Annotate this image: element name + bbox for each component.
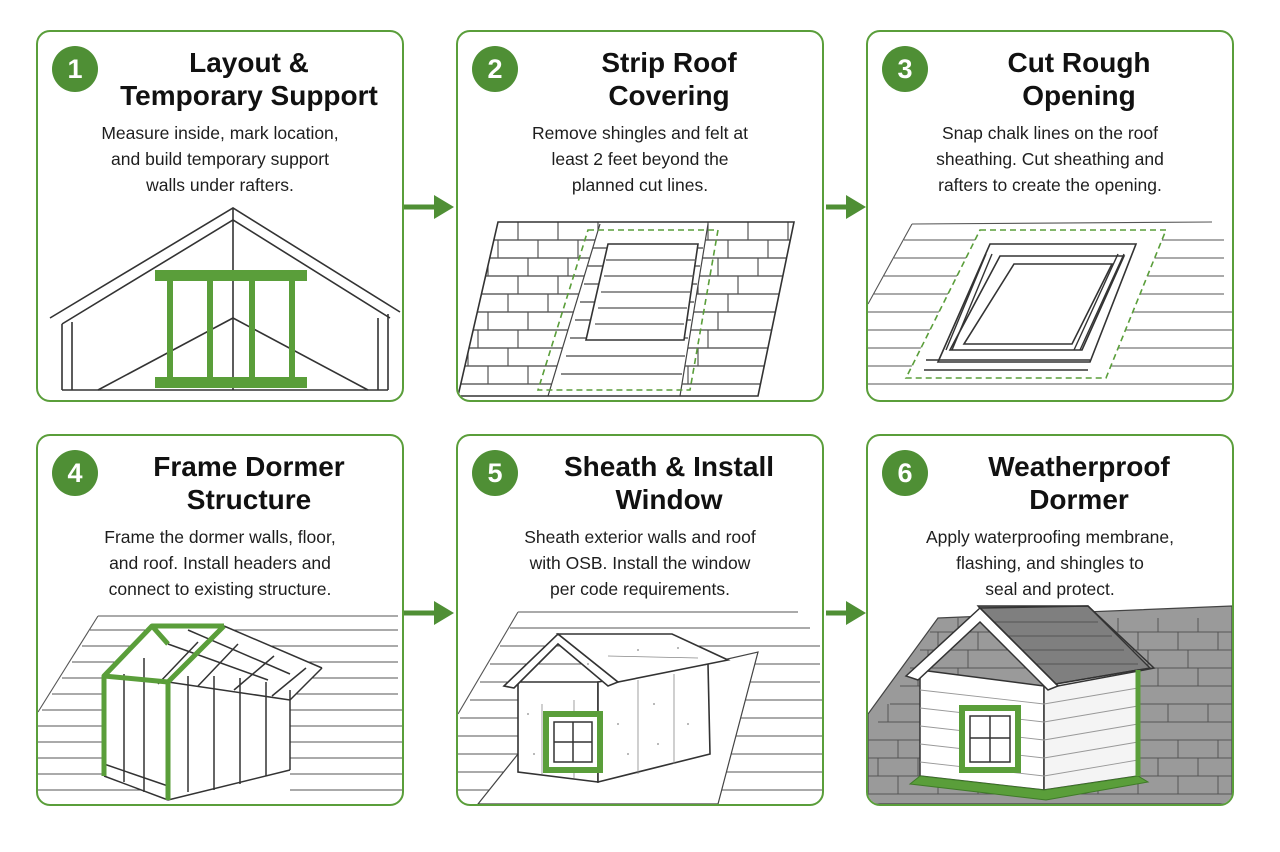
step-title: Frame Dormer Structure (153, 451, 345, 515)
step-number-badge: 3 (882, 46, 928, 92)
step-number-badge: 6 (882, 450, 928, 496)
step-title: Layout & Temporary Support (120, 47, 378, 111)
dormer-framing-illustration (38, 615, 402, 801)
step-number-badge: 2 (472, 46, 518, 92)
step-description: Sheath exterior walls and roof with OSB.… (524, 527, 756, 599)
step-description: Apply waterproofing membrane, flashing, … (925, 527, 1175, 599)
step-description: Measure inside, mark location, and build… (101, 123, 339, 195)
step-number-badge: 4 (52, 450, 98, 496)
stripped-roof-illustration (458, 221, 795, 397)
arrow-right-icon (826, 195, 866, 219)
dormer-sheathing-window-illustration (458, 611, 822, 804)
step-number-badge: 1 (52, 46, 98, 92)
step-card-3: 3 Cut Rough Opening Snap chalk lines on … (866, 30, 1234, 402)
arrow-right-icon (404, 601, 454, 625)
attic-temporary-support-illustration (49, 207, 401, 391)
step-title: Cut Rough Opening (1007, 47, 1151, 111)
step-title: Sheath & Install Window (563, 451, 775, 515)
arrow-right-icon (404, 195, 454, 219)
step-card-6: 6 Weatherproof Dormer Apply waterproofin… (866, 434, 1234, 806)
step-description: Frame the dormer walls, floor, and roof.… (104, 527, 336, 599)
step-title: Weatherproof Dormer (988, 451, 1170, 515)
step-card-5: 5 Sheath & Install Window Sheath exterio… (456, 434, 824, 806)
step-description: Snap chalk lines on the roof sheathing. … (936, 123, 1164, 195)
weatherproof-dormer-illustration (868, 605, 1232, 804)
step-title: Strip Roof Covering (601, 47, 737, 111)
step-card-4: 4 Frame Dormer Structure Frame the dorme… (36, 434, 404, 806)
step-card-1: 1 Layout & Temporary Support Measure ins… (36, 30, 404, 402)
rough-opening-illustration (868, 221, 1232, 385)
step-description: Remove shingles and felt at least 2 feet… (532, 123, 748, 195)
arrow-right-icon (826, 601, 866, 625)
step-card-2: 2 Strip Roof Covering Remove shingles an… (456, 30, 824, 402)
step-number-badge: 5 (472, 450, 518, 496)
